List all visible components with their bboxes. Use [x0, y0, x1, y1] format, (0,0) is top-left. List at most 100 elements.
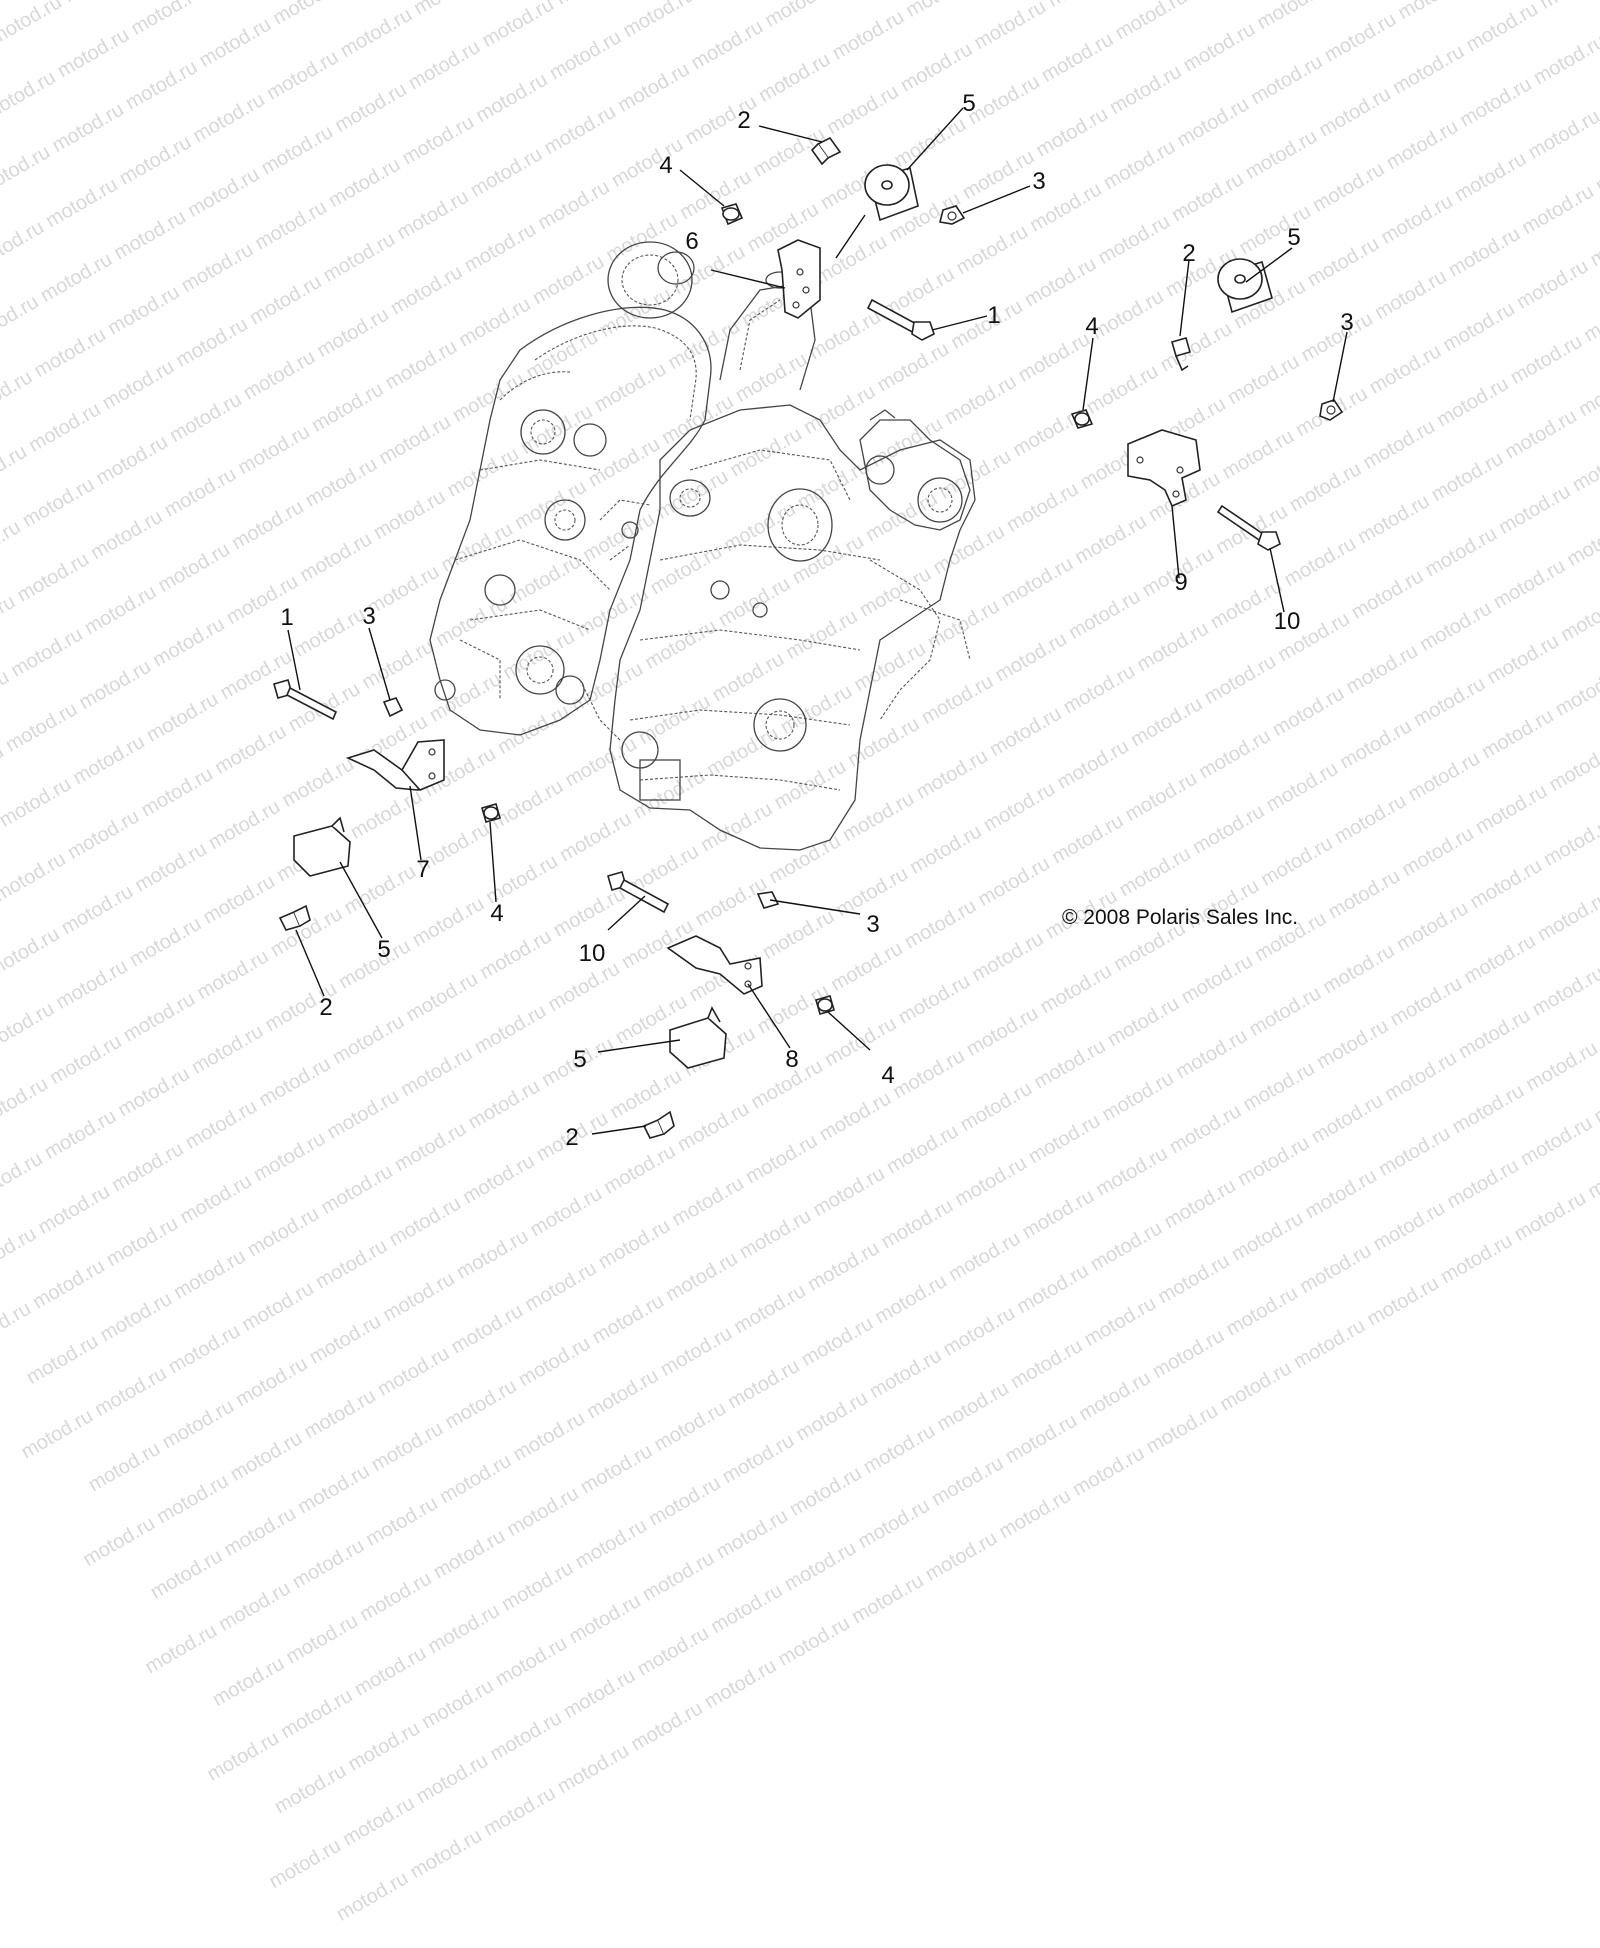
callout-number: 2 [1182, 242, 1195, 266]
watermark-text: motod.ru [282, 1610, 362, 1669]
watermark-text: motod.ru [1290, 1315, 1370, 1374]
watermark-text: motod.ru [583, 1365, 663, 1424]
watermark-text: motod.ru [436, 1450, 516, 1509]
watermark-text: motod.ru [238, 1277, 318, 1336]
callout-number: 4 [881, 1064, 894, 1088]
rubber-mount-part [1218, 259, 1272, 312]
watermark-text: motod.ru [165, 1320, 245, 1379]
copyright-notice: © 2008 Polaris Sales Inc. [1062, 906, 1298, 930]
watermark-text: motod.ru [719, 1430, 799, 1489]
watermark-text: motod.ru [792, 1387, 872, 1446]
watermark-text: motod.ru [344, 1717, 424, 1776]
hex-nut-part [758, 892, 778, 908]
watermark-text: motod.ru [312, 1235, 392, 1294]
watermark-text: motod.ru [515, 1333, 595, 1392]
watermark-text: motod.ru [492, 1632, 572, 1691]
long-bolt-part [274, 680, 336, 719]
watermark-text: motod.ru [17, 1405, 97, 1464]
watermark-text: motod.ru [306, 1310, 386, 1369]
mount-group-lower-center [592, 872, 870, 1138]
watermark-text: motod.ru [730, 1280, 810, 1339]
watermark-text: motod.ru [480, 1782, 560, 1841]
watermark-text: motod.ru [498, 1557, 578, 1616]
callout-number: 3 [362, 605, 375, 629]
watermark-text: motod.ru [209, 1652, 289, 1711]
watermark-text: motod.ru [29, 1255, 109, 1314]
callout-number: 2 [319, 996, 332, 1020]
watermark-text: motod.ru [662, 1248, 742, 1307]
watermark-text: motod.ru [736, 1205, 816, 1264]
flange-nut-part [482, 804, 500, 822]
bracket-7-part [348, 740, 444, 790]
watermark-text: motod.ru [645, 1472, 725, 1531]
watermark-text: motod.ru [1149, 1325, 1229, 1384]
flange-bolt-part [812, 138, 840, 164]
watermark-text: motod.ru [503, 1482, 583, 1541]
watermark-text: motod.ru [103, 1213, 183, 1272]
watermark-text: motod.ru [385, 1192, 465, 1251]
watermark-text: motod.ru [170, 1245, 250, 1304]
watermark-text: motod.ru [453, 1225, 533, 1284]
watermark-text: motod.ru [424, 1600, 504, 1659]
watermark-text: motod.ru [351, 1642, 431, 1701]
watermark-text: motod.ru [244, 1203, 324, 1262]
callout-number: 4 [490, 902, 503, 926]
watermark-text: motod.ru [781, 1537, 861, 1596]
diagram-drawing [0, 0, 1600, 1200]
mount-group-upper-right [1072, 248, 1347, 612]
watermark-text: motod.ru [922, 1527, 1002, 1586]
watermark-text: motod.ru [774, 1612, 854, 1671]
watermark-text: motod.ru [203, 1727, 283, 1786]
watermark-text: motod.ru [1080, 1292, 1160, 1351]
watermark-text: motod.ru [294, 1460, 374, 1519]
watermark-text: motod.ru [560, 1665, 640, 1724]
bracket-6-part [778, 240, 820, 318]
watermark-text: motod.ru [798, 1312, 878, 1371]
watermark-text: motod.ru [227, 1427, 307, 1486]
watermark-text: motod.ru [854, 1495, 934, 1554]
watermark-text: motod.ru [554, 1740, 634, 1799]
watermark-text: motod.ru [85, 1438, 165, 1497]
callout-number: 6 [685, 230, 698, 254]
watermark-text: motod.ru [430, 1525, 510, 1584]
watermark-text: motod.ru [928, 1452, 1008, 1511]
watermark-text: motod.ru [158, 1395, 238, 1454]
watermark-text: motod.ru [418, 1675, 498, 1734]
callout-number: 1 [280, 606, 293, 630]
watermark-text: motod.ru [521, 1257, 601, 1316]
watermark-text: motod.ru [933, 1377, 1013, 1436]
watermark-text: motod.ru [848, 1570, 928, 1629]
watermark-text: motod.ru [1007, 1335, 1087, 1394]
flange-nut-part [722, 204, 742, 224]
long-bolt-part [868, 300, 934, 340]
watermark-text: motod.ru [300, 1385, 380, 1444]
watermark-text: motod.ru [379, 1268, 459, 1327]
watermark-text: motod.ru [1154, 1250, 1234, 1309]
long-bolt-part [608, 872, 668, 912]
callout-number: 4 [659, 154, 672, 178]
callout-number: 5 [377, 938, 390, 962]
watermark-text: motod.ru [413, 1750, 493, 1809]
watermark-text: motod.ru [866, 1345, 946, 1404]
watermark-text: motod.ru [96, 1288, 176, 1347]
watermark-text: motod.ru [265, 1835, 345, 1894]
watermark-text: motod.ru [277, 1685, 357, 1744]
watermark-text: motod.ru [486, 1707, 566, 1766]
watermark-text: motod.ru [1370, 1197, 1450, 1256]
watermark-text: motod.ru [79, 1512, 159, 1571]
watermark-text: motod.ru [271, 1760, 351, 1819]
callout-number: 3 [866, 913, 879, 937]
watermark-text: motod.ru [650, 1397, 730, 1456]
callout-number: 9 [1174, 571, 1187, 595]
watermark-text: motod.ru [1437, 1230, 1517, 1289]
hex-nut-part [1320, 400, 1342, 420]
flange-nut-part [816, 996, 834, 1014]
watermark-text: motod.ru [220, 1503, 300, 1562]
watermark-text: motod.ru [633, 1622, 713, 1681]
callout-number: 5 [962, 92, 975, 116]
watermark-text: motod.ru [1087, 1217, 1167, 1276]
watermark-text: motod.ru [804, 1237, 884, 1296]
mount-group-upper-left [680, 108, 1030, 340]
watermark-text: motod.ru [639, 1547, 719, 1606]
